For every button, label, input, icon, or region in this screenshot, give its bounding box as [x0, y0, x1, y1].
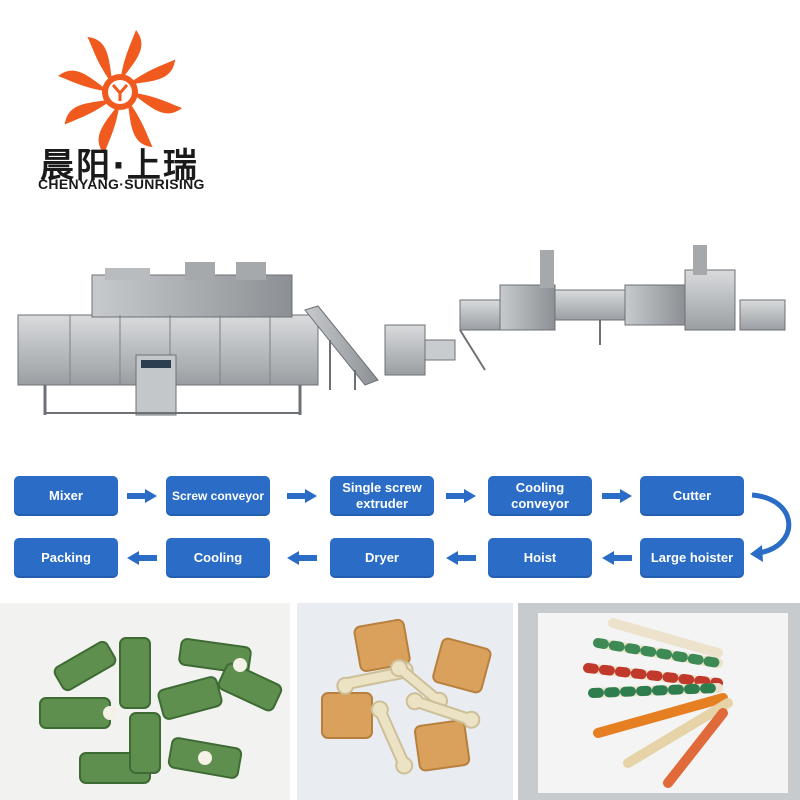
- extruder-line: [459, 245, 786, 371]
- company-logo: [58, 30, 182, 154]
- arrow-right-icon: [127, 489, 157, 503]
- brand-name-chinese: 晨阳·上瑞: [40, 146, 199, 186]
- arrow-right-icon: [287, 489, 317, 503]
- product-photo-bone-treats: [297, 603, 513, 800]
- dryer-machine: [17, 262, 319, 416]
- brand-name-english: CHENYANG·SUNRISING: [38, 176, 205, 192]
- product-photo-green-chews: [0, 603, 290, 800]
- arrow-left-icon: [127, 551, 157, 565]
- production-line-illustration: [17, 245, 786, 416]
- step-mixer: Mixer: [14, 476, 118, 516]
- step-cooling-conveyor: Cooling conveyor: [488, 476, 592, 516]
- hoist-conveyor: [304, 305, 379, 390]
- arrow-right-icon: [602, 489, 632, 503]
- step-single-screw-extruder: Single screw extruder: [330, 476, 434, 516]
- arrow-right-icon: [446, 489, 476, 503]
- curved-arrow-icon: [750, 492, 792, 562]
- process-flow-diagram: Mixer Screw conveyor Single screw extrud…: [0, 465, 800, 590]
- pinwheel-icon: [58, 30, 182, 154]
- arrow-left-icon: [602, 551, 632, 565]
- cutter-machine: [384, 324, 456, 376]
- step-packing: Packing: [14, 538, 118, 578]
- arrow-left-icon: [287, 551, 317, 565]
- step-screw-conveyor: Screw conveyor: [166, 476, 270, 516]
- step-dryer: Dryer: [330, 538, 434, 578]
- product-photo-twisted-sticks: [518, 603, 800, 800]
- arrow-left-icon: [446, 551, 476, 565]
- step-hoist: Hoist: [488, 538, 592, 578]
- step-cutter: Cutter: [640, 476, 744, 516]
- step-large-hoister: Large hoister: [640, 538, 744, 578]
- step-cooling: Cooling: [166, 538, 270, 578]
